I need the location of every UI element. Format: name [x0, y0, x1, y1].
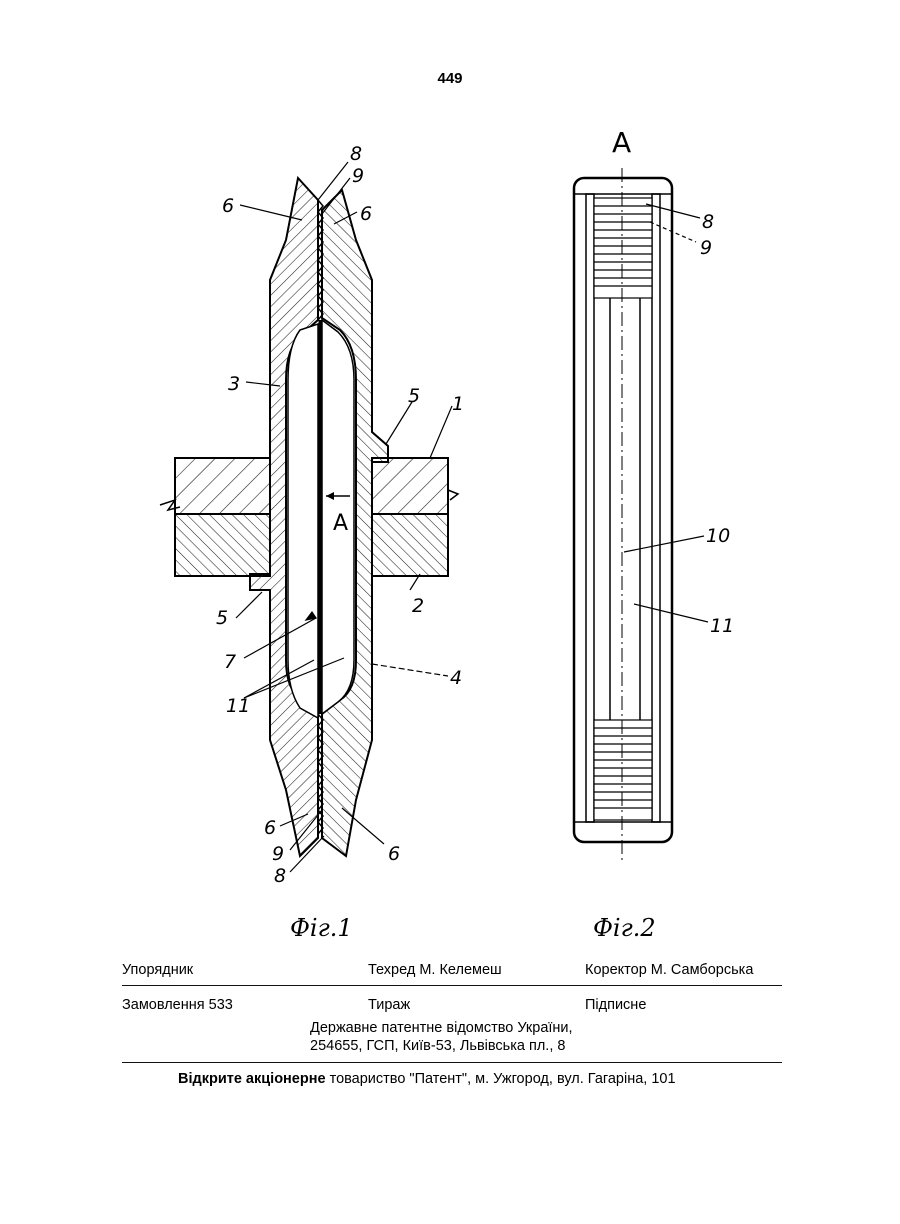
label-8-top: 8 — [350, 143, 362, 165]
fig2-label-8: 8 — [702, 211, 714, 233]
imprint-subscription: Підписне — [585, 997, 646, 1013]
imprint-publisher: Відкрите акціонерне товариство "Патент",… — [178, 1071, 676, 1087]
label-6-top-right: 6 — [360, 203, 372, 225]
label-9-top: 9 — [352, 165, 364, 187]
label-8-bottom: 8 — [274, 865, 286, 887]
imprint-order: Замовлення 533 — [122, 997, 233, 1013]
label-5-right: 5 — [408, 385, 420, 407]
label-6-bottom-right: 6 — [388, 843, 400, 865]
imprint-compiler: Упорядник — [122, 962, 193, 978]
label-9-bottom: 9 — [272, 843, 284, 865]
imprint-publisher-rest: товариство "Патент", м. Ужгород, вул. Га… — [326, 1071, 676, 1087]
figure-1: A 8 9 6 6 3 5 1 5 — [160, 143, 464, 942]
imprint-office-line-2: 254655, ГСП, Київ-53, Львівська пл., 8 — [310, 1038, 565, 1054]
label-11: 11 — [226, 695, 250, 717]
label-4: 4 — [450, 667, 462, 689]
break-mark-right — [448, 490, 458, 500]
label-6-top-left: 6 — [222, 195, 234, 217]
imprint-proofreader: Коректор М. Самборська — [585, 962, 753, 978]
figure-2-caption: Фіг.2 — [593, 914, 656, 942]
teeth-block-top — [594, 198, 652, 298]
figure-1-caption: Фіг.1 — [290, 914, 353, 942]
imprint-circulation: Тираж — [368, 997, 410, 1013]
view-label-a: A — [612, 126, 631, 159]
figure-2: A — [574, 126, 734, 942]
section-marker-a: A — [333, 511, 348, 536]
rule-1 — [122, 985, 782, 986]
label-7: 7 — [224, 651, 236, 673]
fig2-label-10: 10 — [706, 525, 730, 547]
teeth-block-bottom — [594, 720, 652, 820]
imprint-office-line-1: Державне патентне відомство України, — [310, 1020, 573, 1036]
cavity-11 — [288, 324, 318, 718]
imprint-publisher-bold: Відкрите акціонерне — [178, 1071, 326, 1087]
imprint-tech-editor: Техред М. Келемеш — [368, 962, 502, 978]
label-5-left: 5 — [216, 607, 228, 629]
label-1: 1 — [452, 393, 464, 415]
label-2: 2 — [412, 595, 424, 617]
fig2-label-9: 9 — [700, 237, 712, 259]
fig2-label-11: 11 — [710, 615, 734, 637]
label-3: 3 — [228, 373, 240, 395]
label-6-bottom-left: 6 — [264, 817, 276, 839]
rule-2 — [122, 1062, 782, 1063]
